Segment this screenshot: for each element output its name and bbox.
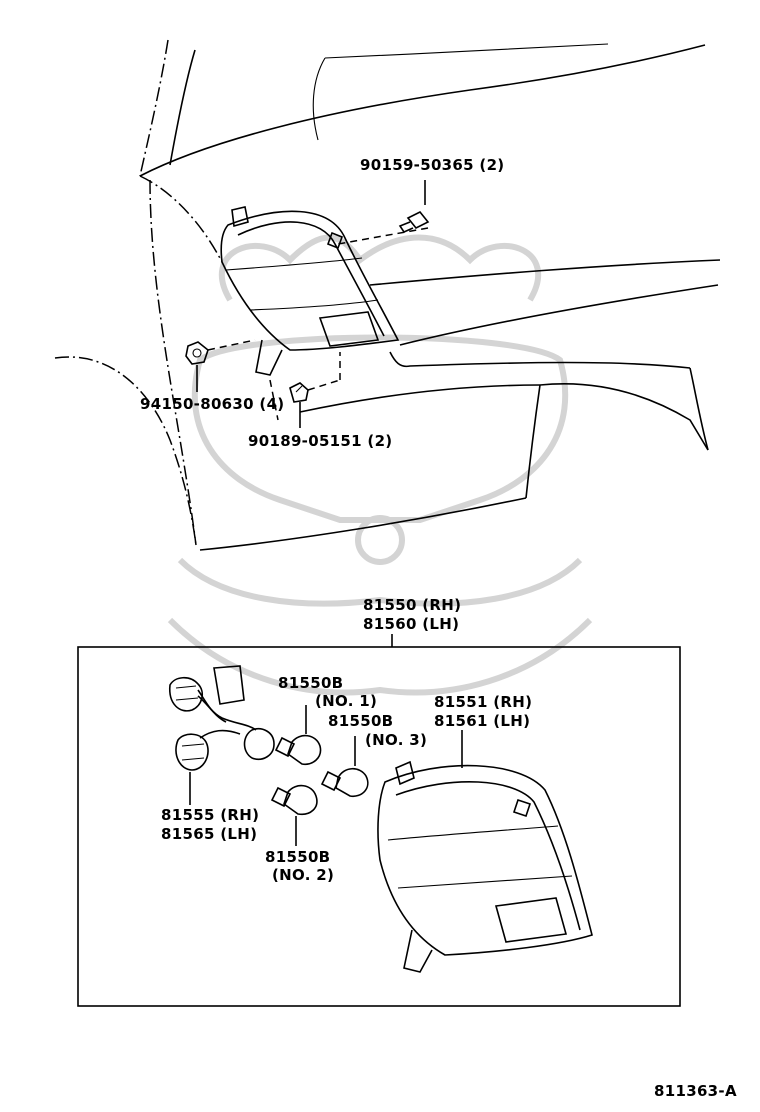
label-bulb-no3-number: 81550B (328, 712, 393, 730)
bulb-no3 (320, 767, 369, 798)
label-nut-94150: 94150-80630 (4) (140, 395, 284, 413)
label-bolt-90159: 90159-50365 (2) (360, 156, 504, 174)
figure-id: 811363-A (654, 1082, 737, 1100)
label-socket-rh: 81555 (RH) (161, 806, 259, 824)
socket-wire-harness (169, 665, 275, 771)
bolt-90159 (398, 210, 430, 234)
clip-90189 (289, 382, 309, 403)
label-lens-lh: 81561 (LH) (434, 712, 530, 730)
rear-lamp-lens (377, 760, 593, 973)
label-assembly-rh: 81550 (RH) (363, 596, 461, 614)
label-assembly-lh: 81560 (LH) (363, 615, 459, 633)
label-bulb-no1-number: 81550B (278, 674, 343, 692)
label-bulb-no2-number: 81550B (265, 848, 330, 866)
exploded-view-frame (77, 646, 681, 1007)
label-socket-lh: 81565 (LH) (161, 825, 257, 843)
label-bulb-no1-position: (NO. 1) (315, 692, 377, 710)
label-clip-90189: 90189-05151 (2) (248, 432, 392, 450)
label-bulb-no2-position: (NO. 2) (272, 866, 334, 884)
car-body-outline (54, 39, 721, 551)
watermark-emblem (167, 234, 593, 696)
nut-94150 (185, 341, 209, 365)
label-bulb-no3-position: (NO. 3) (365, 731, 427, 749)
bulb-no2 (270, 784, 318, 816)
label-lens-rh: 81551 (RH) (434, 693, 532, 711)
bulb-no1 (274, 734, 322, 766)
rear-lamp-installed (220, 206, 400, 376)
